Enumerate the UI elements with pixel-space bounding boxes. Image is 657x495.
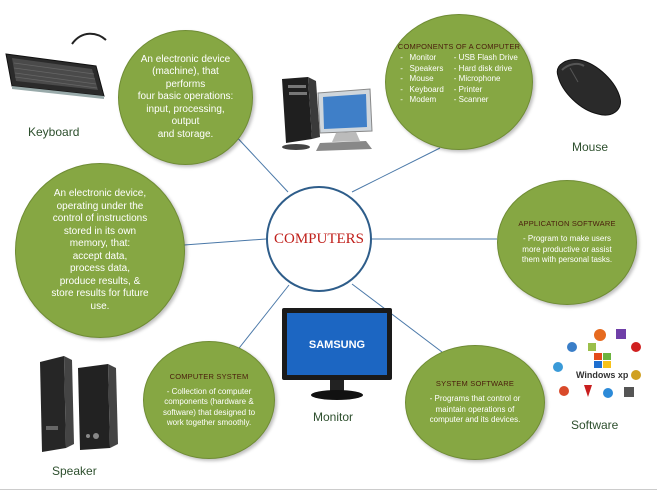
def-short-line: An electronic device [140,53,231,65]
def-long-line: memory, that: [69,238,131,249]
record-icon [631,342,641,352]
def-short-line: (machine), that performs [152,66,219,90]
app-icon [624,387,634,397]
speaker-icon [40,356,118,452]
computer-system-title: COMPUTER SYSTEM [169,371,249,381]
def-long-line: control of instructions [52,213,148,224]
monitor-label: Monitor [313,410,354,424]
app-icon [603,388,613,398]
connector-system-software [351,283,443,353]
component-item: - Mouse [400,74,434,84]
application-software-text: - Program to make users more productive … [521,234,613,265]
components-list: - Monitor - Speakers - Mouse - Keyboard … [400,53,518,106]
component-item: - Printer [453,84,483,94]
component-item: - Speakers [400,63,444,73]
windows-flag-icon [594,361,602,368]
windows-flag-icon [603,361,611,368]
windows-logo-text: Windows xp [576,370,629,380]
desktop-computer-icon [282,77,373,151]
definition-short-bubble: An electronic device (machine), that per… [118,30,253,165]
center-node: COMPUTERS [266,186,372,292]
monitor-brand: SAMSUNG [309,339,365,351]
mouse-icon [556,59,621,116]
software-label: Software [571,418,619,432]
component-item: - USB Flash Drive [453,53,518,62]
connector-definition-long [183,238,267,246]
windows-flag-icon [594,353,602,360]
bottom-divider [0,489,657,490]
keyboard-label: Keyboard [28,125,80,139]
keyboard-icon [5,32,107,99]
component-item: - Keyboard [400,84,444,94]
system-software-title: SYSTEM SOFTWARE [435,379,515,389]
mouse-label: Mouse [572,140,609,154]
definition-long-bubble: An electronic device, operating under th… [15,163,185,338]
component-item: - Modem [400,95,437,105]
firefox-icon [594,329,606,341]
components-title: COMPONENTS OF A COMPUTER [397,42,521,51]
globe-icon [567,342,577,352]
component-item: - Hard disk drive [453,63,513,73]
windows-flag-icon [603,353,611,360]
system-software-bubble: SYSTEM SOFTWARE - Programs that control … [405,345,545,460]
connector-computer-system [235,284,290,353]
application-software-bubble: APPLICATION SOFTWARE - Program to make u… [497,180,637,305]
component-item: - Scanner [453,95,489,105]
media-icon [631,370,641,380]
components-bubble: COMPONENTS OF A COMPUTER - Monitor - Spe… [385,14,533,150]
def-short-line: and storage. [157,128,214,140]
center-title: COMPUTERS [273,230,365,247]
computer-system-text: - Collection of computer components (har… [162,386,256,428]
components-left-column: - Monitor - Speakers - Mouse - Keyboard … [400,53,444,106]
def-long-line: store results for future [51,288,149,299]
application-software-title: APPLICATION SOFTWARE [518,219,616,229]
def-long-line: An electronic device, [53,188,147,199]
def-long-line: stored in its own [63,225,137,237]
speaker-label: Speaker [52,464,97,478]
app-icon [588,343,596,351]
components-right-column: - USB Flash Drive - Hard disk drive - Mi… [454,53,518,106]
component-item: - Monitor [400,53,437,62]
def-long-line: operating under the [56,200,144,212]
monitor-icon: SAMSUNG [282,308,392,400]
adobe-icon [584,385,592,397]
def-long-line: use. [90,300,110,312]
connector-definition-short [231,131,289,193]
def-long-line: process data, [69,263,131,274]
chrome-icon [559,386,569,396]
def-short-line: input, processing, output [146,103,225,128]
computer-system-bubble: COMPUTER SYSTEM - Collection of computer… [143,341,275,459]
app-icon [616,329,626,339]
def-long-line: produce results, & [59,275,141,287]
software-icons-collage: Windows xp [553,329,641,398]
system-software-text: - Programs that control or maintain oper… [429,394,521,425]
connector-components [351,147,441,193]
def-long-line: accept data, [72,250,128,262]
def-short-line: four basic operations: [137,91,234,103]
component-item: - Microphone [453,74,501,84]
ie-icon [553,362,563,372]
